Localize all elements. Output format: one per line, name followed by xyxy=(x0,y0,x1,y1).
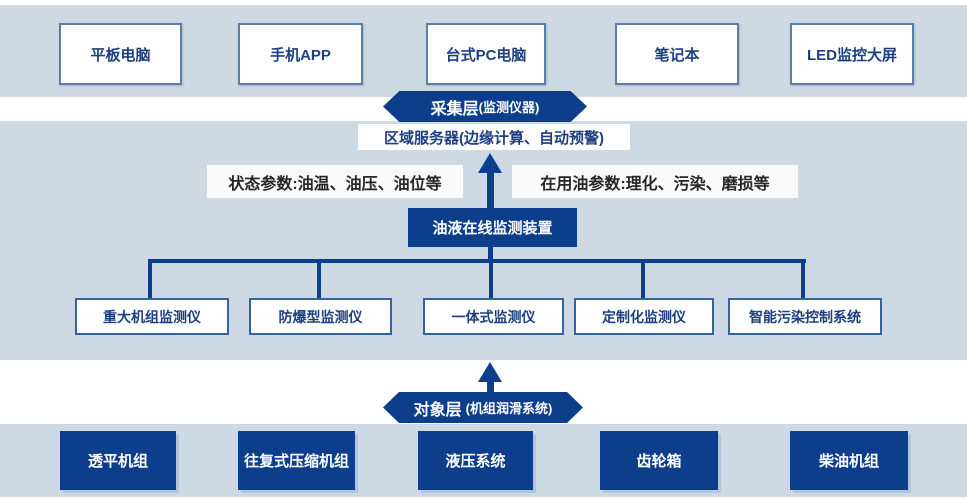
up-arrow-icon xyxy=(478,362,502,393)
equipment-label: 柴油机组 xyxy=(818,453,879,470)
object-layer-subtitle: (机组润滑系统) xyxy=(465,401,553,416)
central-device-label: 油液在线监测装置 xyxy=(432,220,553,237)
connector-drop-1 xyxy=(148,259,152,299)
device-label: 平板电脑 xyxy=(90,46,151,64)
equipment-label: 液压系统 xyxy=(445,453,506,470)
monitor-box-custom: 定制化监测仪 xyxy=(574,298,714,335)
connector-drop-3 xyxy=(489,259,493,299)
status-params-label: 状态参数:油温、油压、油位等 xyxy=(207,165,463,198)
monitor-box-major: 重大机组监测仪 xyxy=(75,298,229,335)
device-label: LED监控大屏 xyxy=(806,46,897,64)
monitor-label: 重大机组监测仪 xyxy=(103,308,201,325)
monitor-box-integrated: 一体式监测仪 xyxy=(423,298,564,335)
equipment-box-gearbox: 齿轮箱 xyxy=(600,431,718,490)
equipment-box-diesel: 柴油机组 xyxy=(790,431,908,490)
device-box-laptop: 笔记本 xyxy=(615,23,739,85)
central-device-box: 油液在线监测装置 xyxy=(408,208,577,247)
monitor-label: 定制化监测仪 xyxy=(602,308,686,325)
oil-params-text: 在用油参数:理化、污染、磨损等 xyxy=(540,175,770,193)
equipment-box-hydraulic: 液压系统 xyxy=(418,431,533,490)
equipment-box-compressor: 往复式压缩机组 xyxy=(238,431,355,490)
regional-server-label: 区域服务器(边缘计算、自动预警) xyxy=(384,129,604,147)
device-label: 笔记本 xyxy=(654,46,700,64)
device-box-phone: 手机APP xyxy=(238,23,363,85)
device-box-tablet: 平板电脑 xyxy=(59,23,182,85)
connector-stem xyxy=(488,247,493,261)
arrow-stem xyxy=(486,173,494,209)
arrow-stem xyxy=(486,382,494,393)
equipment-box-turbine: 透平机组 xyxy=(60,431,176,490)
monitor-box-pollution: 智能污染控制系统 xyxy=(728,298,882,335)
object-layer-title: 对象层 xyxy=(413,401,462,419)
status-params-text: 状态参数:油温、油压、油位等 xyxy=(228,175,442,193)
arrow-head xyxy=(478,153,502,173)
equipment-label: 往复式压缩机组 xyxy=(243,453,349,470)
device-label: 台式PC电脑 xyxy=(445,46,527,64)
monitor-label: 防爆型监测仪 xyxy=(278,308,363,325)
collection-layer-banner: 采集层(监测仪器) xyxy=(383,91,587,122)
regional-server-box: 区域服务器(边缘计算、自动预警) xyxy=(358,124,630,150)
oil-params-label: 在用油参数:理化、污染、磨损等 xyxy=(512,165,798,198)
monitor-box-exproof: 防爆型监测仪 xyxy=(249,298,392,335)
connector-drop-2 xyxy=(317,259,321,299)
collection-layer-subtitle: (监测仪器) xyxy=(478,100,540,115)
monitor-label: 智能污染控制系统 xyxy=(749,308,861,325)
connector-drop-4 xyxy=(641,259,645,299)
collection-layer-title: 采集层 xyxy=(430,100,479,118)
device-label: 手机APP xyxy=(270,46,331,64)
monitor-label: 一体式监测仪 xyxy=(451,308,536,325)
object-layer-banner: 对象层(机组润滑系统) xyxy=(383,392,583,423)
arrow-head xyxy=(478,362,502,382)
connector-horizontal xyxy=(148,259,806,263)
device-box-led: LED监控大屏 xyxy=(790,23,914,85)
up-arrow-icon xyxy=(478,153,502,209)
device-box-pc: 台式PC电脑 xyxy=(426,23,546,85)
equipment-label: 透平机组 xyxy=(87,453,148,470)
equipment-label: 齿轮箱 xyxy=(636,453,682,470)
connector-drop-5 xyxy=(801,259,805,299)
